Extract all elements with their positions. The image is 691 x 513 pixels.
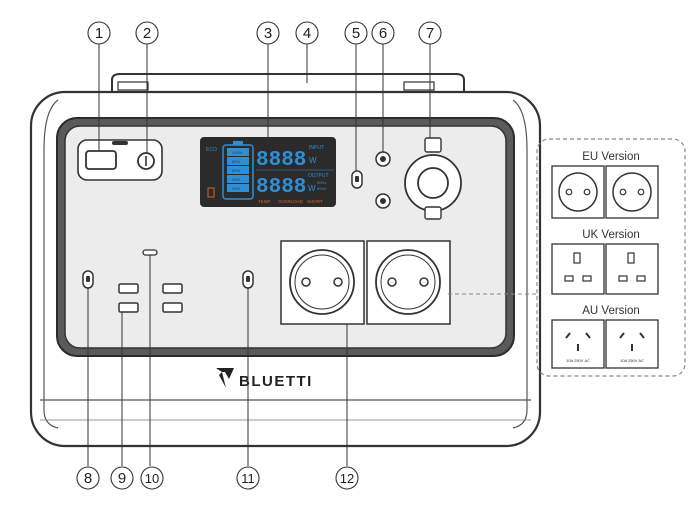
lcd-display: ECO 100% 80% 60% 40% 20% 8888 8888 INPUT…	[200, 137, 336, 207]
battery-level-40: 40%	[232, 177, 240, 182]
lcd-overload-label: OVERLOAD	[278, 199, 304, 204]
power-button[interactable]	[85, 150, 117, 170]
usb-a-port-3[interactable]	[162, 283, 183, 294]
dc-ports-right	[351, 137, 462, 220]
brand-name: BLUETTI	[239, 373, 313, 390]
callout-12: 12	[340, 471, 354, 486]
usb-section	[82, 249, 254, 313]
brand-logo: BLUETTI	[216, 368, 313, 390]
battery-level-100: 100%	[232, 150, 243, 155]
lcd-temp-label: TEMP	[258, 199, 271, 204]
callout-4: 4	[303, 25, 311, 42]
lcd-short-label: SHORT	[307, 199, 323, 204]
eu-version-label: EU Version	[582, 151, 640, 163]
callout-9: 9	[118, 470, 126, 487]
au-rating-1: 10A 250V AC	[566, 358, 590, 363]
version-panel: EU Version UK Version AU Version	[448, 138, 686, 377]
lcd-input-label: INPUT	[309, 145, 324, 151]
lcd-input-unit: W	[309, 156, 317, 165]
callout-11: 11	[241, 471, 255, 486]
au-rating-2: 10A 250V AC	[620, 358, 644, 363]
leader-lines	[87, 44, 431, 466]
callout-6: 6	[379, 25, 387, 42]
usb-a-port-2[interactable]	[118, 302, 139, 313]
callout-3: 3	[264, 25, 272, 42]
callout-7: 7	[426, 25, 434, 42]
lcd-freq-60: 60Hz	[317, 186, 326, 191]
bluetti-logo-icon	[216, 368, 234, 388]
battery-level-20: 20%	[232, 186, 240, 191]
usb-c-port[interactable]	[162, 302, 183, 313]
au-version-label: AU Version	[582, 305, 640, 317]
eu-sockets	[551, 165, 659, 219]
callout-2: 2	[143, 25, 151, 42]
temp-warning-icon	[207, 187, 215, 198]
wireless-pad-indicator	[142, 249, 158, 256]
car-outlet-cap[interactable]	[424, 137, 442, 153]
usb-a-port-1[interactable]	[118, 283, 139, 294]
lcd-output-unit: W	[308, 184, 316, 193]
callouts: 1 2 3 4 5 6 7 8 9 10 11 12	[76, 21, 442, 490]
ac-outlets	[280, 240, 451, 325]
uk-sockets	[551, 243, 659, 295]
battery-level-bars: 100% 80% 60% 40% 20%	[227, 148, 249, 192]
au-sockets: 10A 250V AC 10A 250V AC	[551, 319, 659, 369]
lcd-eco-label: ECO	[206, 147, 217, 153]
battery-level-60: 60%	[232, 168, 240, 173]
lcd-input-digits: 8888	[256, 149, 306, 172]
power-controls	[77, 139, 163, 181]
uk-version-label: UK Version	[582, 229, 640, 241]
lcd-freq-50: 50Hz	[317, 180, 326, 185]
callout-8: 8	[84, 470, 92, 487]
callout-10: 10	[145, 471, 159, 486]
lcd-output-label: OUTPUT	[308, 173, 329, 179]
battery-level-80: 80%	[232, 159, 240, 164]
lcd-output-digits: 8888	[256, 176, 306, 199]
callout-5: 5	[352, 25, 360, 42]
callout-1: 1	[95, 25, 103, 42]
